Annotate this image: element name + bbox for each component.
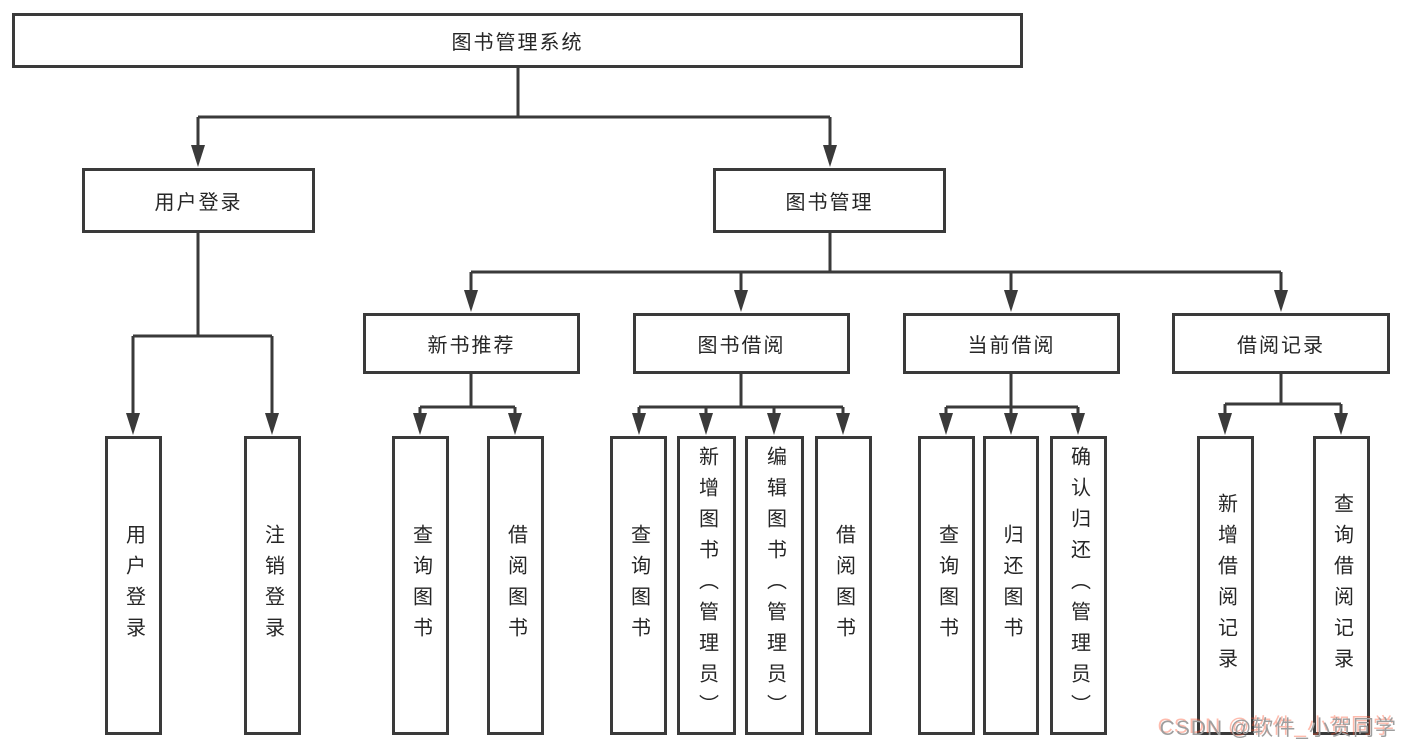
leaf-confirm-return-admin: 确认归还（管理员）	[1050, 436, 1107, 735]
leaf-query-books-current: 查询图书	[918, 436, 975, 735]
leaf-borrow-books-recommend: 借阅图书	[487, 436, 544, 735]
node-new-book-recommend-label: 新书推荐	[427, 335, 516, 357]
node-current-borrowing: 当前借阅	[903, 313, 1120, 374]
leaf-add-books-admin: 新增图书（管理员）	[677, 436, 736, 735]
leaf-borrow-books-recommend-label: 借阅图书	[504, 523, 527, 648]
leaf-query-borrow-record-label: 查询借阅记录	[1330, 492, 1353, 679]
node-book-borrowing: 图书借阅	[633, 313, 850, 374]
node-root-label: 图书管理系统	[451, 32, 584, 54]
node-book-management: 图书管理	[713, 168, 946, 233]
leaf-add-borrow-record: 新增借阅记录	[1197, 436, 1254, 735]
leaf-query-borrow-record: 查询借阅记录	[1313, 436, 1370, 735]
leaf-user-login-label: 用户登录	[122, 523, 145, 648]
arrowhead-icons	[126, 145, 1348, 435]
leaf-query-books-recommend-label: 查询图书	[409, 523, 432, 648]
csdn-watermark: CSDN @软件_小贺同学	[1159, 717, 1397, 740]
leaf-add-borrow-record-label: 新增借阅记录	[1214, 492, 1237, 679]
node-new-book-recommend: 新书推荐	[363, 313, 580, 374]
leaf-user-login: 用户登录	[105, 436, 162, 735]
node-user-login-label: 用户登录	[154, 192, 243, 214]
leaf-edit-books-admin-label: 编辑图书（管理员）	[763, 446, 786, 725]
leaf-confirm-return-admin-label: 确认归还（管理员）	[1067, 446, 1090, 725]
leaf-logout: 注销登录	[244, 436, 301, 735]
node-borrow-records: 借阅记录	[1172, 313, 1390, 374]
leaf-return-books-label: 归还图书	[1000, 523, 1022, 648]
leaf-query-books-borrowing-label: 查询图书	[627, 523, 650, 648]
node-book-management-label: 图书管理	[785, 192, 874, 214]
leaf-edit-books-admin: 编辑图书（管理员）	[745, 436, 804, 735]
leaf-return-books: 归还图书	[983, 436, 1039, 735]
node-current-borrowing-label: 当前借阅	[967, 335, 1056, 357]
leaf-query-books-recommend: 查询图书	[392, 436, 449, 735]
leaf-add-books-admin-label: 新增图书（管理员）	[695, 446, 718, 725]
node-user-login: 用户登录	[82, 168, 315, 233]
leaf-borrow-books-label: 借阅图书	[832, 523, 855, 648]
leaf-logout-label: 注销登录	[261, 523, 284, 648]
node-book-borrowing-label: 图书借阅	[697, 335, 786, 357]
node-root-system: 图书管理系统	[12, 13, 1023, 68]
leaf-borrow-books: 借阅图书	[815, 436, 872, 735]
node-borrow-records-label: 借阅记录	[1237, 335, 1325, 357]
leaf-query-books-borrowing: 查询图书	[610, 436, 667, 735]
connector-shafts	[131, 68, 1343, 420]
leaf-query-books-current-label: 查询图书	[935, 523, 958, 648]
